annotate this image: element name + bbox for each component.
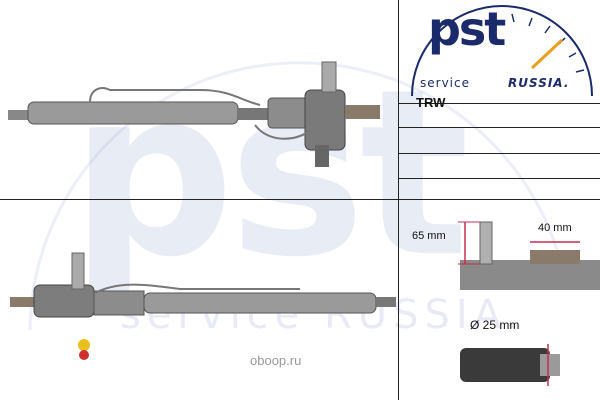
vertical-divider [398,0,399,400]
logo-russia: RUSSIA. [508,76,570,90]
dimension-shaft-length: 65 mm [412,230,446,242]
table-line [398,103,600,104]
steering-rack-image [8,61,380,167]
boot-detail-image [460,344,560,386]
table-line [398,178,600,179]
logo-service: service [420,76,470,90]
site-watermark: oboop.ru [250,353,302,368]
shaft-detail-image [458,221,600,290]
gauge-icon [411,5,593,97]
table-line [398,127,600,128]
brand-label: TRW [416,95,446,110]
logo-pst: pst [428,2,506,56]
steering-rack-image-bottom [10,252,396,360]
watermark-logo: pst [70,41,469,308]
table-line [398,153,600,154]
horizontal-divider [0,199,600,200]
dimension-spline-width: 40 mm [538,222,572,234]
logo: pst service RUSSIA. [402,0,600,100]
dimension-diameter: Ø 25 mm [470,318,520,332]
